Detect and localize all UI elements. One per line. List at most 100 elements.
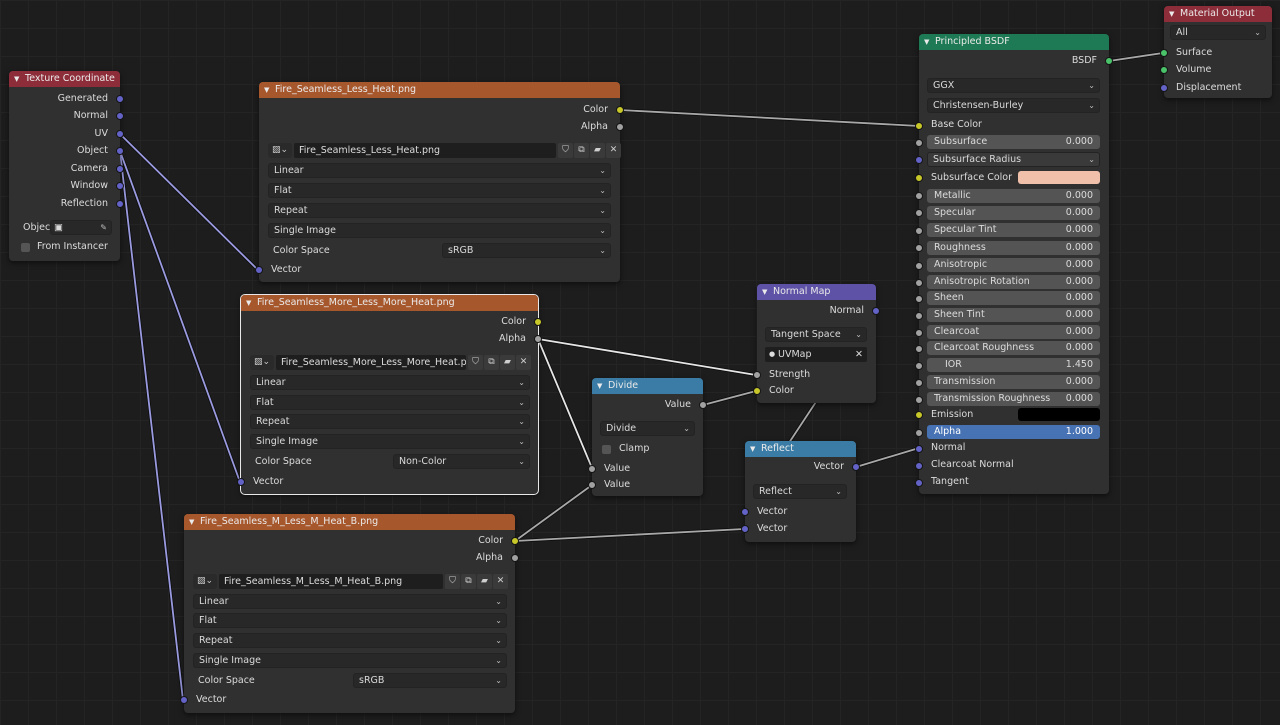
socket-displacement[interactable]: [1160, 84, 1168, 92]
collapse-icon[interactable]: ▼: [1169, 10, 1175, 18]
socket-vector-out[interactable]: [852, 463, 860, 471]
duplicate-icon[interactable]: ⧉: [461, 574, 476, 589]
duplicate-icon[interactable]: ⧉: [574, 143, 589, 158]
socket-metallic[interactable]: [915, 192, 923, 200]
vector-operation-dropdown[interactable]: Reflect⌄: [753, 484, 847, 499]
socket-uv[interactable]: [116, 130, 124, 138]
duplicate-icon[interactable]: ⧉: [484, 355, 499, 370]
unlink-close-icon[interactable]: ✕: [516, 355, 531, 370]
socket-reflection[interactable]: [116, 200, 124, 208]
color-space-dropdown[interactable]: sRGB⌄: [353, 673, 507, 688]
socket-color[interactable]: [534, 318, 542, 326]
clear-icon[interactable]: ✕: [855, 349, 863, 360]
socket-generated[interactable]: [116, 95, 124, 103]
source-dropdown[interactable]: Single Image⌄: [193, 653, 507, 668]
node-divide[interactable]: ▼Divide Value Divide⌄ Clamp Value Value: [588, 378, 707, 496]
unlink-close-icon[interactable]: ✕: [493, 574, 508, 589]
socket-ior[interactable]: [915, 362, 923, 370]
socket-alpha[interactable]: [511, 554, 519, 562]
node-header[interactable]: ▼Fire_Seamless_M_Less_M_Heat_B.png: [184, 514, 515, 530]
node-principled-bsdf[interactable]: ▼Principled BSDF BSDF GGX⌄ Christensen-B…: [915, 34, 1113, 494]
socket-anisotropic[interactable]: [915, 262, 923, 270]
object-picker[interactable]: ▣✎: [50, 220, 112, 235]
socket-camera[interactable]: [116, 165, 124, 173]
node-header[interactable]: ▼Texture Coordinate: [9, 71, 120, 87]
collapse-icon[interactable]: ▼: [597, 382, 603, 390]
socket-tangent[interactable]: [915, 479, 923, 487]
socket-specular-tint[interactable]: [915, 227, 923, 235]
socket-color-in[interactable]: [753, 387, 761, 395]
socket-sheen[interactable]: [915, 295, 923, 303]
socket-clearcoat[interactable]: [915, 329, 923, 337]
open-folder-icon[interactable]: ▰: [500, 355, 515, 370]
image-filename[interactable]: Fire_Seamless_Less_Heat.png: [294, 143, 556, 158]
socket-vector[interactable]: [255, 266, 263, 274]
socket-window[interactable]: [116, 182, 124, 190]
source-dropdown[interactable]: Single Image⌄: [250, 434, 530, 449]
image-browse-icon[interactable]: ▨⌄: [193, 574, 217, 589]
open-folder-icon[interactable]: ▰: [590, 143, 605, 158]
node-header[interactable]: ▼Principled BSDF: [919, 34, 1109, 50]
socket-sheen-tint[interactable]: [915, 312, 923, 320]
fake-user-shield-icon[interactable]: ⛉: [468, 355, 483, 370]
image-selector[interactable]: ▨⌄ Fire_Seamless_Less_Heat.png ⛉ ⧉ ▰ ✕: [268, 143, 621, 158]
socket-vector-in-1[interactable]: [741, 508, 749, 516]
image-browse-icon[interactable]: ▨⌄: [250, 355, 274, 370]
distribution-dropdown[interactable]: GGX⌄: [927, 78, 1100, 93]
image-filename[interactable]: Fire_Seamless_M_Less_M_Heat_B.png: [219, 574, 443, 589]
socket-bsdf-out[interactable]: [1105, 57, 1113, 65]
target-dropdown[interactable]: All⌄: [1170, 25, 1266, 40]
color-space-dropdown[interactable]: Non-Color⌄: [393, 454, 530, 469]
image-browse-icon[interactable]: ▨⌄: [268, 143, 292, 158]
socket-emission[interactable]: [915, 411, 923, 419]
socket-color[interactable]: [616, 106, 624, 114]
socket-clearcoat-normal[interactable]: [915, 462, 923, 470]
eyedropper-icon[interactable]: ✎: [100, 223, 107, 232]
color-space-dropdown[interactable]: sRGB⌄: [442, 243, 611, 258]
node-material-output[interactable]: ▼Material Output All⌄ Surface Volume Dis…: [1160, 6, 1272, 98]
interpolation-dropdown[interactable]: Linear⌄: [193, 594, 507, 609]
node-header[interactable]: ▼Reflect: [745, 441, 856, 457]
collapse-icon[interactable]: ▼: [264, 86, 270, 94]
emission-color-swatch[interactable]: [1018, 408, 1100, 421]
node-image-texture-less-heat[interactable]: ▼Fire_Seamless_Less_Heat.png Color Alpha…: [255, 82, 624, 282]
interpolation-dropdown[interactable]: Linear⌄: [268, 163, 611, 178]
node-reflect[interactable]: ▼Reflect Vector Reflect⌄ Vector Vector: [741, 441, 860, 542]
socket-normal[interactable]: [915, 445, 923, 453]
socket-vector[interactable]: [237, 478, 245, 486]
socket-normal[interactable]: [116, 112, 124, 120]
socket-surface[interactable]: [1160, 49, 1168, 57]
image-filename[interactable]: Fire_Seamless_More_Less_More_Heat.png: [276, 355, 466, 370]
collapse-icon[interactable]: ▼: [924, 38, 930, 46]
socket-base-color[interactable]: [915, 122, 923, 130]
node-header[interactable]: ▼Normal Map: [757, 284, 876, 300]
collapse-icon[interactable]: ▼: [246, 299, 252, 307]
socket-alpha[interactable]: [534, 335, 542, 343]
node-header[interactable]: ▼Fire_Seamless_Less_Heat.png: [259, 82, 620, 98]
collapse-icon[interactable]: ▼: [762, 288, 768, 296]
socket-roughness[interactable]: [915, 244, 923, 252]
socket-volume[interactable]: [1160, 66, 1168, 74]
open-folder-icon[interactable]: ▰: [477, 574, 492, 589]
subsurface-method-dropdown[interactable]: Christensen-Burley⌄: [927, 98, 1100, 113]
projection-dropdown[interactable]: Flat⌄: [193, 613, 507, 628]
space-dropdown[interactable]: Tangent Space⌄: [765, 327, 867, 342]
socket-clearcoat-roughness[interactable]: [915, 345, 923, 353]
socket-alpha[interactable]: [915, 429, 923, 437]
from-instancer-checkbox[interactable]: [21, 243, 30, 252]
node-header[interactable]: ▼Fire_Seamless_More_Less_More_Heat.png: [241, 295, 538, 311]
math-operation-dropdown[interactable]: Divide⌄: [600, 421, 695, 436]
node-header[interactable]: ▼Material Output: [1164, 6, 1272, 22]
extension-dropdown[interactable]: Repeat⌄: [250, 414, 530, 429]
